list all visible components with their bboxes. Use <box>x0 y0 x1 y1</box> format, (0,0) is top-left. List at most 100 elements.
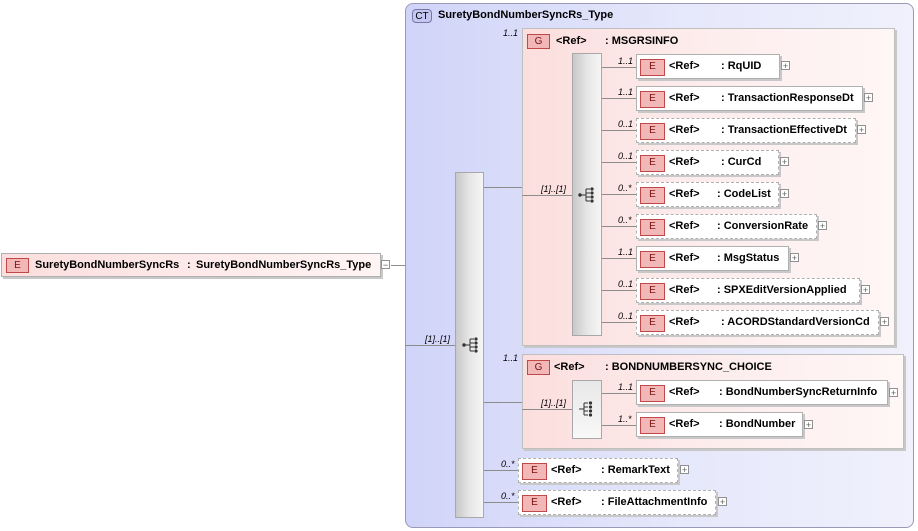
element-cardinality: 1..1 <box>618 382 634 392</box>
connector <box>602 322 636 323</box>
expand-icon[interactable]: + <box>790 253 799 263</box>
expand-icon[interactable]: + <box>818 221 827 231</box>
connector <box>602 393 636 394</box>
choice-cardinality: [1]..[1] <box>541 398 567 408</box>
connector <box>391 265 405 266</box>
element-cardinality: 0..1 <box>618 151 634 161</box>
expand-icon[interactable]: + <box>781 61 790 71</box>
connector <box>602 290 636 291</box>
connector <box>602 226 636 227</box>
expand-icon[interactable]: + <box>680 465 689 475</box>
connector <box>602 258 636 259</box>
sequence-icon <box>462 337 480 356</box>
element-ref: <Ref> <box>669 92 700 104</box>
element-cardinality: 1..1 <box>618 56 634 66</box>
expand-icon[interactable]: + <box>804 420 813 430</box>
connector <box>484 187 522 188</box>
element-msgstatus[interactable]: E <Ref> : MsgStatus <box>636 246 789 271</box>
element-ref: <Ref> <box>669 252 700 264</box>
element-name: : CurCd <box>721 156 762 168</box>
element-fileattachmentinfo[interactable]: E <Ref> : FileAttachmentInfo <box>518 490 716 515</box>
element-badge: E <box>640 251 665 268</box>
group-badge: G <box>527 34 550 49</box>
sequence-icon <box>578 187 596 206</box>
element-cardinality: 0..1 <box>618 279 634 289</box>
element-bondnumber[interactable]: E <Ref> : BondNumber <box>636 412 803 437</box>
element-badge: E <box>640 59 665 76</box>
choice-compositor <box>572 380 602 439</box>
root-element[interactable]: E SuretyBondNumberSyncRs : SuretyBondNum… <box>1 253 381 277</box>
element-cardinality: 1..1 <box>618 247 634 257</box>
element-name: : ACORDStandardVersionCd <box>721 316 870 328</box>
element-badge: E <box>640 417 665 434</box>
element-ref: <Ref> <box>669 418 700 430</box>
msgrsinfo-sequence-compositor <box>572 53 602 336</box>
element-spxeditversionapplied[interactable]: E <Ref> : SPXEditVersionApplied <box>636 278 860 303</box>
element-name: : CodeList <box>717 188 771 200</box>
element-curcd[interactable]: E <Ref> : CurCd <box>636 150 779 175</box>
element-cardinality: 0..1 <box>618 119 634 129</box>
element-cardinality: 0..1 <box>618 311 634 321</box>
element-transactioneffectivedt[interactable]: E <Ref> : TransactionEffectiveDt <box>636 118 856 143</box>
root-separator: : <box>187 259 191 271</box>
element-ref: <Ref> <box>669 386 700 398</box>
expand-icon[interactable]: + <box>780 157 789 167</box>
element-cardinality: 0..* <box>618 215 632 225</box>
complex-type-badge: CT <box>412 9 432 23</box>
collapse-icon[interactable]: − <box>381 260 390 270</box>
sequence-cardinality: [1]..[1] <box>425 334 451 344</box>
element-codelist[interactable]: E <Ref> : CodeList <box>636 182 779 207</box>
root-element-type: SuretyBondNumberSyncRs_Type <box>196 259 372 271</box>
connector <box>602 67 636 68</box>
element-name: : RqUID <box>721 60 762 72</box>
outer-sequence-compositor <box>455 172 484 518</box>
group-ref: <Ref> <box>556 35 587 47</box>
expand-icon[interactable]: + <box>857 125 866 135</box>
element-name: : MsgStatus <box>717 252 780 264</box>
element-badge: E <box>640 283 665 300</box>
element-ref: <Ref> <box>669 156 700 168</box>
expand-icon[interactable]: + <box>718 497 727 507</box>
element-cardinality: 1..* <box>618 414 632 424</box>
element-badge: E <box>522 495 547 512</box>
group-badge: G <box>527 360 550 375</box>
element-remarktext[interactable]: E <Ref> : RemarkText <box>518 458 678 483</box>
element-name: : RemarkText <box>601 464 670 476</box>
element-cardinality: 0..* <box>618 183 632 193</box>
element-cardinality: 1..1 <box>618 87 634 97</box>
element-ref: <Ref> <box>551 496 582 508</box>
element-name: : ConversionRate <box>717 220 809 232</box>
group-cardinality: 1..1 <box>503 353 519 363</box>
element-badge: E <box>640 123 665 140</box>
connector <box>405 345 455 346</box>
element-acordstandardversioncd[interactable]: E <Ref> : ACORDStandardVersionCd <box>636 310 879 335</box>
element-transactionresponsedt[interactable]: E <Ref> : TransactionResponseDt <box>636 86 863 111</box>
connector <box>484 470 518 471</box>
connector <box>484 402 522 403</box>
group-ref: <Ref> <box>554 361 585 373</box>
element-name: : BondNumber <box>719 418 796 430</box>
connector <box>484 502 518 503</box>
element-badge: E <box>640 187 665 204</box>
expand-icon[interactable]: + <box>861 285 870 295</box>
connector <box>602 98 636 99</box>
group-cardinality: 1..1 <box>503 28 519 38</box>
expand-icon[interactable]: + <box>864 93 873 103</box>
connector <box>602 425 636 426</box>
element-name: : FileAttachmentInfo <box>601 496 708 508</box>
element-bondnumbersyncreturninfo[interactable]: E <Ref> : BondNumberSyncReturnInfo <box>636 380 888 405</box>
element-name: : BondNumberSyncReturnInfo <box>719 386 878 398</box>
root-element-name: SuretyBondNumberSyncRs <box>35 259 180 271</box>
element-badge: E <box>6 258 29 273</box>
element-conversionrate[interactable]: E <Ref> : ConversionRate <box>636 214 817 239</box>
expand-icon[interactable]: + <box>889 388 898 398</box>
connector <box>602 162 636 163</box>
group-name: : BONDNUMBERSYNC_CHOICE <box>605 361 772 373</box>
connector <box>602 194 636 195</box>
choice-icon <box>578 401 596 420</box>
element-ref: <Ref> <box>551 464 582 476</box>
connector <box>522 195 572 196</box>
expand-icon[interactable]: + <box>880 317 889 327</box>
element-rquid[interactable]: E <Ref> : RqUID <box>636 54 780 79</box>
expand-icon[interactable]: + <box>780 189 789 199</box>
